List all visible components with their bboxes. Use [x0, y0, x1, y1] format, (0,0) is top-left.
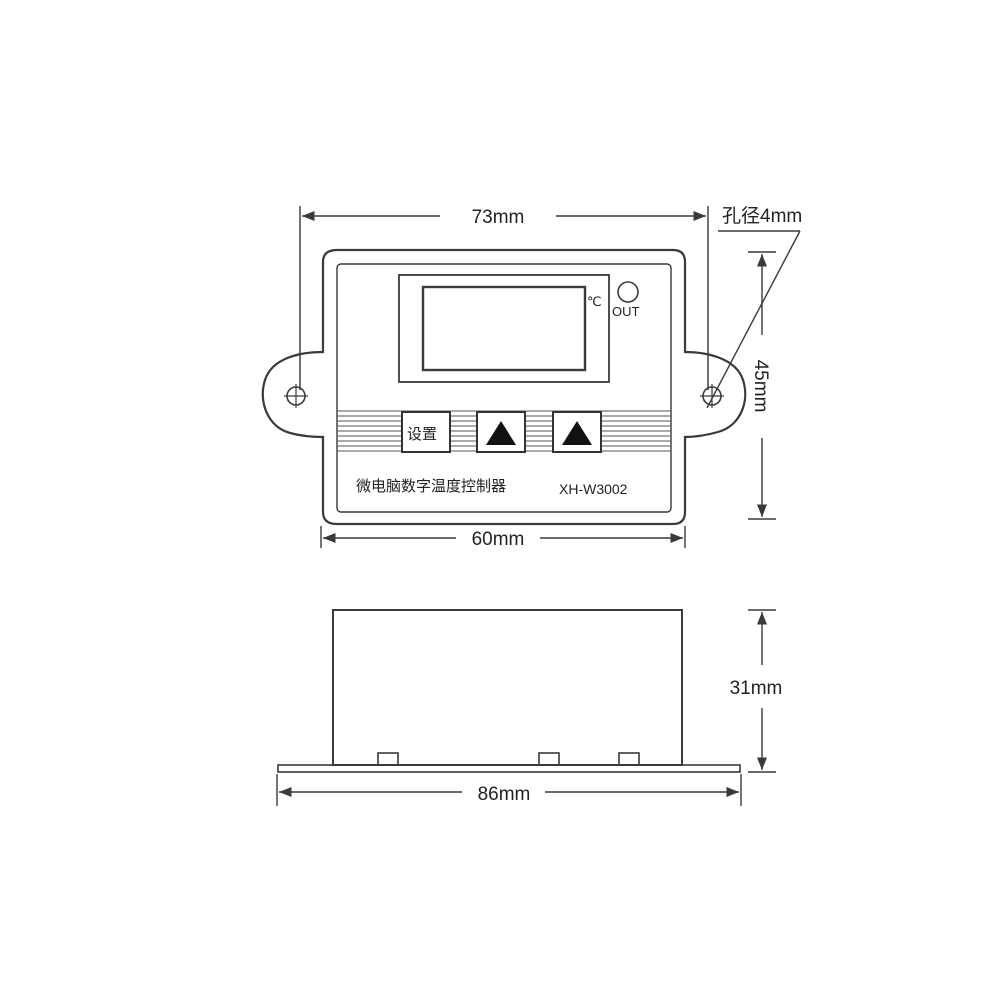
- dimension-60mm: 60mm: [320, 526, 686, 550]
- dimension-86mm: 86mm: [276, 774, 742, 806]
- side-flange: [277, 764, 741, 773]
- side-button-3: [618, 752, 640, 766]
- up-button-2[interactable]: [552, 411, 602, 453]
- side-body: [332, 609, 683, 766]
- side-view: [277, 609, 741, 773]
- display-bezel: [398, 274, 610, 383]
- hole-diameter-label: 孔径4mm: [722, 205, 802, 227]
- lcd-screen: [421, 285, 587, 372]
- front-view: ℃ OUT 设置 微电脑数字温度控制器: [261, 248, 747, 526]
- up-triangle-icon: [562, 421, 592, 445]
- dimension-73mm: 73mm: [299, 206, 709, 390]
- side-button-1: [377, 752, 399, 766]
- left-mount-hole: [284, 384, 308, 408]
- up-button-1[interactable]: [476, 411, 526, 453]
- right-mount-hole: [700, 384, 724, 408]
- set-button[interactable]: 设置: [401, 411, 451, 453]
- out-indicator-label: OUT: [612, 304, 640, 319]
- hole-diameter-callout: 孔径4mm: [706, 205, 802, 409]
- width-73-label: 73mm: [472, 207, 525, 228]
- celsius-symbol: ℃: [587, 294, 602, 309]
- dimension-31mm: 31mm: [730, 609, 783, 773]
- front-panel-face: [336, 263, 672, 513]
- up-triangle-icon: [486, 421, 516, 445]
- dimension-45mm: 45mm: [748, 251, 776, 520]
- product-name: 微电脑数字温度控制器: [356, 477, 506, 495]
- model-number: XH-W3002: [559, 481, 628, 497]
- front-housing-outline: [261, 248, 747, 526]
- width-86-label: 86mm: [478, 784, 531, 805]
- side-button-2: [538, 752, 560, 766]
- height-45-label: 45mm: [750, 360, 771, 413]
- set-button-label: 设置: [407, 425, 437, 443]
- out-indicator-led: [617, 281, 639, 303]
- width-60-label: 60mm: [472, 529, 525, 550]
- height-31-label: 31mm: [730, 678, 783, 699]
